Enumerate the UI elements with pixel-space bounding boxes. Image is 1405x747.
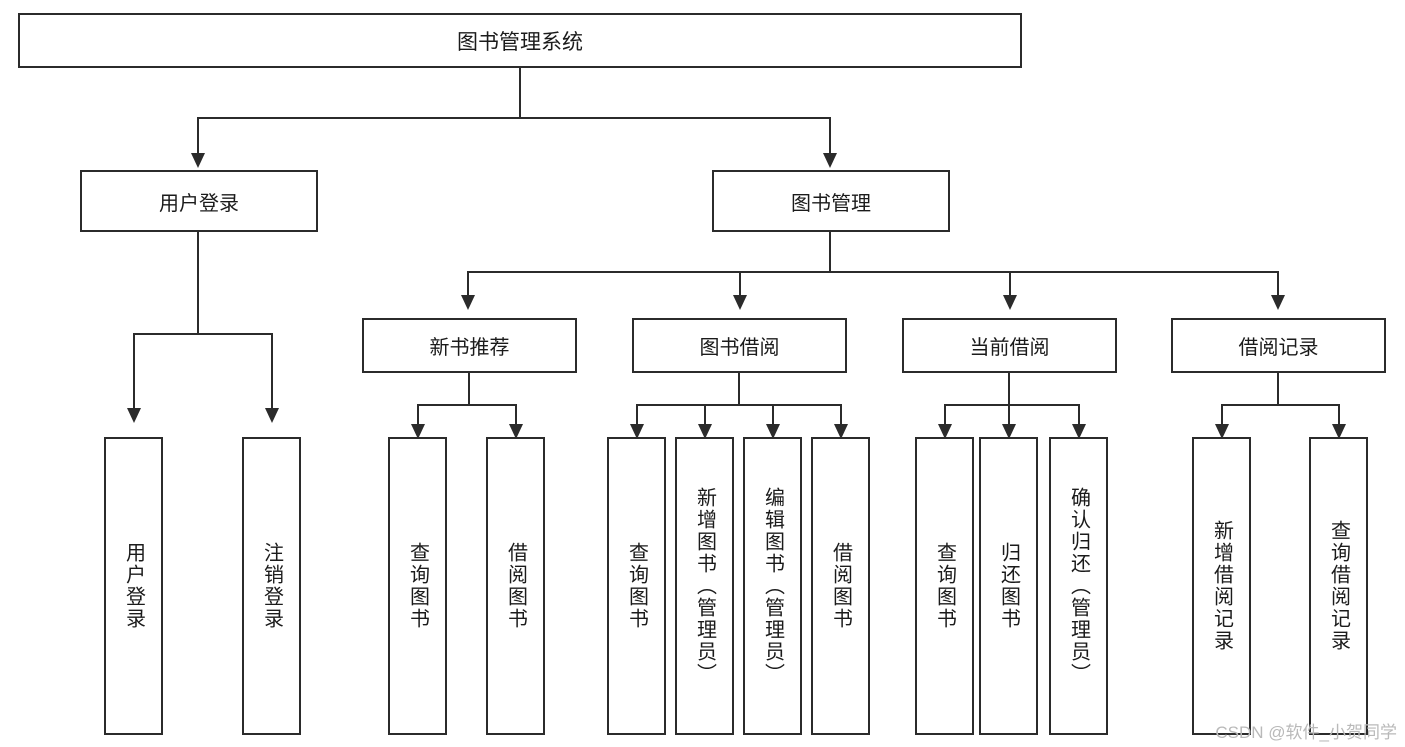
leaf-label: 归还图书: [997, 542, 1020, 630]
node-label: 新书推荐: [429, 337, 510, 359]
leaf-label: 编辑图书（管理员）: [761, 487, 784, 685]
leaf-current-borrow-return[interactable]: 归还图书: [979, 437, 1038, 735]
arrow-root-to-user-login: [191, 153, 205, 168]
connector-current-borrow-trunk: [1008, 373, 1010, 405]
connector-book-borrow-to-leaf-2: [704, 404, 706, 424]
leaf-label: 查询图书: [933, 542, 956, 630]
connector-book-borrow-bus: [636, 404, 842, 406]
arrow-book-manage-to-new-book: [461, 295, 475, 310]
arrow-new-book-to-leaf-2: [509, 424, 523, 439]
leaf-label: 新增借阅记录: [1210, 520, 1233, 652]
node-label: 图书管理系统: [457, 30, 583, 54]
connector-user-login-bus: [133, 333, 273, 335]
connector-root-to-book-manage: [829, 117, 831, 153]
arrow-current-borrow-to-leaf-2: [1002, 424, 1016, 439]
node-new-book-recommend[interactable]: 新书推荐: [362, 318, 577, 373]
leaf-user-login-login[interactable]: 用户登录: [104, 437, 163, 735]
node-borrow-record[interactable]: 借阅记录: [1171, 318, 1386, 373]
leaf-user-login-logout[interactable]: 注销登录: [242, 437, 301, 735]
connector-book-borrow-trunk: [738, 373, 740, 405]
connector-book-manage-to-new-book: [467, 271, 469, 295]
connector-current-borrow-to-leaf-3: [1078, 404, 1080, 424]
connector-new-book-bus: [417, 404, 517, 406]
connector-user-login-to-leaf-2: [271, 333, 273, 408]
connector-root-trunk: [519, 68, 521, 118]
leaf-book-borrow-edit[interactable]: 编辑图书（管理员）: [743, 437, 802, 735]
arrow-current-borrow-to-leaf-3: [1072, 424, 1086, 439]
arrow-borrow-record-to-leaf-1: [1215, 424, 1229, 439]
leaf-borrow-record-query[interactable]: 查询借阅记录: [1309, 437, 1368, 735]
arrow-book-borrow-to-leaf-2: [698, 424, 712, 439]
node-label: 图书管理: [791, 192, 871, 215]
leaf-book-borrow-borrow[interactable]: 借阅图书: [811, 437, 870, 735]
arrow-new-book-to-leaf-1: [411, 424, 425, 439]
connector-borrow-record-bus: [1221, 404, 1340, 406]
watermark-text: CSDN @软件_小贺同学: [1215, 723, 1397, 742]
connector-book-borrow-to-leaf-4: [840, 404, 842, 424]
connector-user-login-trunk: [197, 232, 199, 334]
connector-book-manage-trunk: [829, 232, 831, 272]
node-book-borrow[interactable]: 图书借阅: [632, 318, 847, 373]
leaf-new-book-borrow[interactable]: 借阅图书: [486, 437, 545, 735]
arrow-book-manage-to-record: [1271, 295, 1285, 310]
leaf-current-borrow-query[interactable]: 查询图书: [915, 437, 974, 735]
connector-book-borrow-to-leaf-3: [772, 404, 774, 424]
leaf-label: 用户登录: [122, 542, 145, 630]
connector-current-borrow-to-leaf-1: [944, 404, 946, 424]
node-current-borrow[interactable]: 当前借阅: [902, 318, 1117, 373]
node-book-manage[interactable]: 图书管理: [712, 170, 950, 232]
leaf-label: 查询借阅记录: [1327, 520, 1350, 652]
arrow-current-borrow-to-leaf-1: [938, 424, 952, 439]
node-user-login[interactable]: 用户登录: [80, 170, 318, 232]
connector-borrow-record-to-leaf-1: [1221, 404, 1223, 424]
leaf-book-borrow-query[interactable]: 查询图书: [607, 437, 666, 735]
node-label: 图书借阅: [699, 337, 780, 359]
connector-current-borrow-to-leaf-2: [1008, 404, 1010, 424]
connector-user-login-to-leaf-1: [133, 333, 135, 408]
leaf-borrow-record-add[interactable]: 新增借阅记录: [1192, 437, 1251, 735]
node-label: 用户登录: [159, 192, 239, 215]
arrow-user-login-to-leaf-1: [127, 408, 141, 423]
connector-new-book-to-leaf-2: [515, 404, 517, 424]
leaf-label: 借阅图书: [829, 542, 852, 630]
leaf-label: 新增图书（管理员）: [693, 487, 716, 685]
leaf-label: 确认归还（管理员）: [1067, 487, 1090, 685]
arrow-borrow-record-to-leaf-2: [1332, 424, 1346, 439]
connector-book-borrow-to-leaf-1: [636, 404, 638, 424]
connector-borrow-record-to-leaf-2: [1338, 404, 1340, 424]
connector-book-manage-to-borrow: [739, 271, 741, 295]
connector-borrow-record-trunk: [1277, 373, 1279, 405]
arrow-book-borrow-to-leaf-3: [766, 424, 780, 439]
connector-book-manage-to-current: [1009, 271, 1011, 295]
arrow-book-manage-to-borrow: [733, 295, 747, 310]
leaf-label: 注销登录: [260, 542, 283, 630]
arrow-user-login-to-leaf-2: [265, 408, 279, 423]
leaf-label: 查询图书: [625, 542, 648, 630]
connector-new-book-to-leaf-1: [417, 404, 419, 424]
arrow-book-borrow-to-leaf-1: [630, 424, 644, 439]
node-root-system[interactable]: 图书管理系统: [18, 13, 1022, 68]
leaf-current-borrow-confirm[interactable]: 确认归还（管理员）: [1049, 437, 1108, 735]
node-label: 当前借阅: [969, 337, 1050, 359]
leaf-new-book-query[interactable]: 查询图书: [388, 437, 447, 735]
node-label: 借阅记录: [1238, 337, 1319, 359]
connector-root-bus: [197, 117, 831, 119]
connector-root-to-user-login: [197, 117, 199, 153]
leaf-label: 借阅图书: [504, 542, 527, 630]
arrow-root-to-book-manage: [823, 153, 837, 168]
leaf-label: 查询图书: [406, 542, 429, 630]
leaf-book-borrow-add[interactable]: 新增图书（管理员）: [675, 437, 734, 735]
connector-book-manage-bus: [467, 271, 1279, 273]
arrow-book-borrow-to-leaf-4: [834, 424, 848, 439]
connector-book-manage-to-record: [1277, 271, 1279, 295]
arrow-book-manage-to-current: [1003, 295, 1017, 310]
connector-new-book-trunk: [468, 373, 470, 405]
connector-current-borrow-bus: [944, 404, 1080, 406]
